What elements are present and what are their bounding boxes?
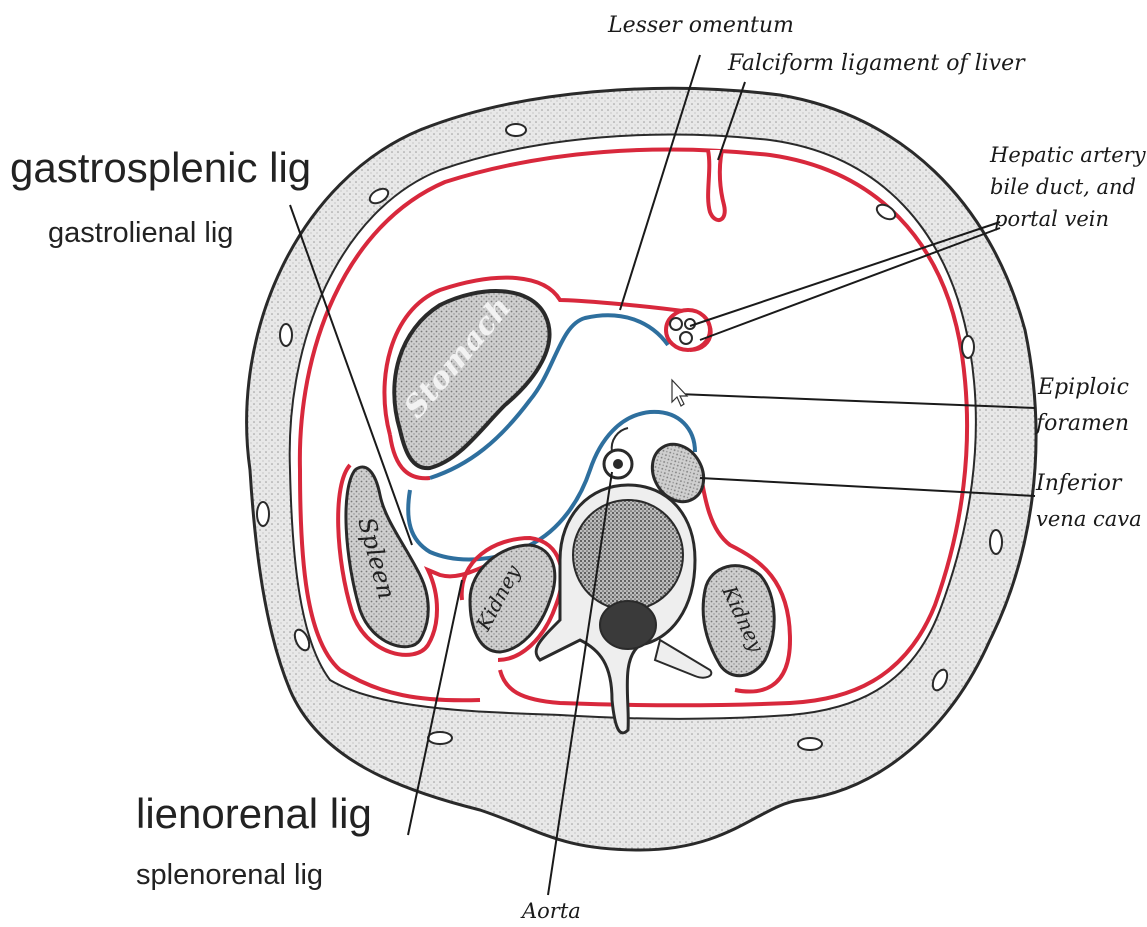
falciform-label: Falciform ligament of liver bbox=[727, 51, 1026, 76]
splenorenal-label: splenorenal lig bbox=[136, 859, 323, 891]
hepatic-label-1: Hepatic artery bbox=[989, 143, 1147, 167]
hepatic-label-3: portal vein bbox=[994, 207, 1109, 231]
lienorenal-label: lienorenal lig bbox=[136, 790, 372, 837]
gastrolienal-label: gastrolienal lig bbox=[48, 217, 233, 249]
epiploic-label-2: foramen bbox=[1034, 411, 1129, 436]
aorta-label: Aorta bbox=[520, 899, 581, 923]
ivc-label-1: Inferior bbox=[1035, 471, 1123, 496]
falciform-ligament bbox=[708, 150, 725, 220]
gastrosplenic-label: gastrosplenic lig bbox=[10, 144, 311, 191]
hepatic-label-2: bile duct, and bbox=[990, 175, 1136, 199]
epiploic-label-1: Epiploic bbox=[1037, 375, 1129, 400]
lesser-omentum-label: Lesser omentum bbox=[607, 13, 794, 38]
hepatic-triad bbox=[666, 310, 710, 350]
ivc-label-2: vena cava bbox=[1036, 507, 1142, 531]
